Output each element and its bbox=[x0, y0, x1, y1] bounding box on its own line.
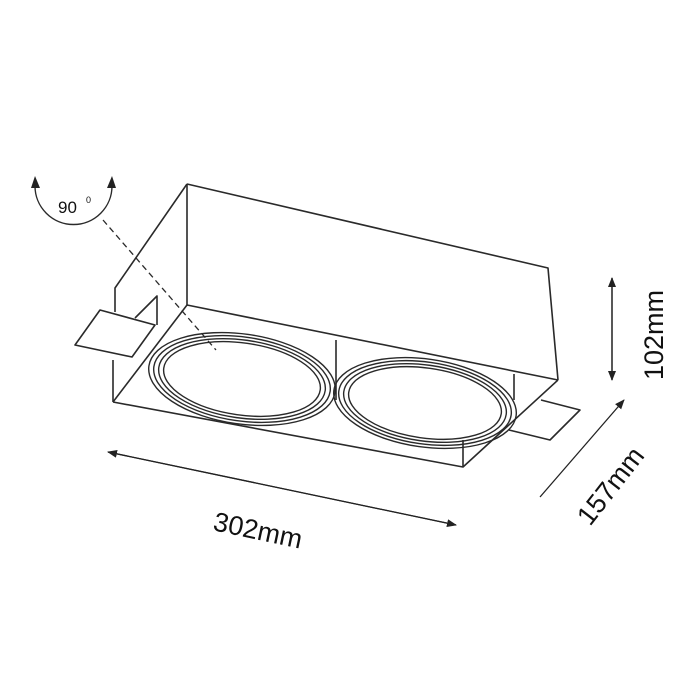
housing-front-top-edge bbox=[186, 304, 559, 381]
dimension-length-label: 302mm bbox=[211, 507, 305, 555]
lamp-ring-left bbox=[148, 331, 336, 427]
rotation-degree-sup: 0 bbox=[86, 195, 91, 205]
rotation-arc-icon bbox=[34, 185, 113, 226]
housing-outline bbox=[74, 183, 581, 468]
right-clip-tab bbox=[508, 399, 581, 441]
rotation-label: 90 bbox=[58, 198, 77, 217]
left-clip-tab bbox=[74, 309, 156, 358]
lamp-openings bbox=[148, 331, 518, 450]
rotation-axis bbox=[102, 219, 217, 351]
dimension-line-length bbox=[107, 451, 457, 528]
dimension-depth-label: 157mm bbox=[571, 441, 650, 530]
housing-left-slant-edge bbox=[114, 183, 188, 312]
dimension-height-label: 102mm bbox=[639, 290, 669, 380]
housing-top-right-edge bbox=[186, 183, 559, 381]
lamp-ring-right bbox=[332, 356, 518, 450]
dimension-line-depth bbox=[539, 399, 625, 498]
housing-bottom-left-diagonal bbox=[112, 304, 188, 403]
